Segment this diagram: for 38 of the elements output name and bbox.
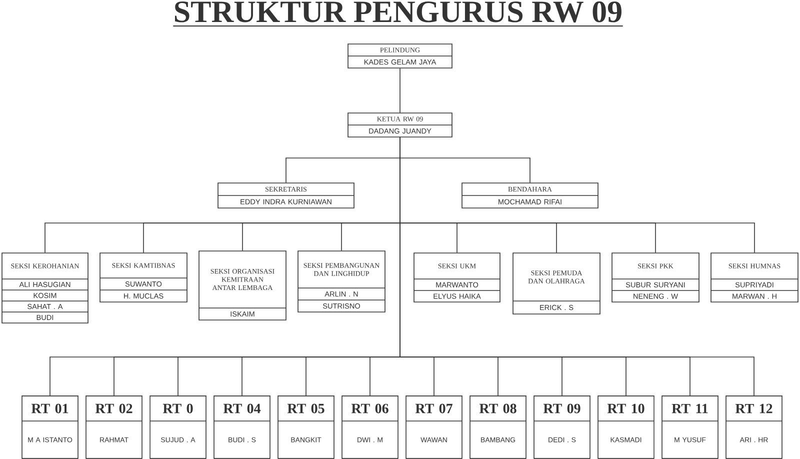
title: STRUKTUR PENGURUS RW 09 [172,1,624,26]
role-title: RT 02 [95,404,132,414]
org-box [214,396,270,459]
org-box [198,250,286,320]
org-box [612,252,700,302]
org-box [100,252,188,302]
role-title: RT 12 [735,404,772,414]
org-box [2,252,88,324]
org-box [22,396,78,459]
org-box [298,250,386,312]
org-box [278,396,334,459]
org-box [710,252,798,302]
role-title: RT 05 [287,404,324,414]
org-box [598,396,654,459]
org-box [662,396,718,459]
role-title: RT 10 [607,404,644,414]
role-title: RT 0 [162,404,193,414]
org-box [534,396,590,459]
org-box [348,112,452,138]
org-box [414,252,500,302]
role-title: RT 09 [543,404,580,414]
org-box [512,252,600,314]
org-box [342,396,398,459]
org-box [218,182,354,208]
org-box [86,396,142,459]
role-title: RT 06 [351,404,388,414]
org-box [470,396,526,459]
role-title: RT 08 [479,404,516,414]
role-title: RT 07 [415,404,452,414]
org-box [726,396,782,459]
org-box [150,396,206,459]
role-title: RT 04 [223,404,261,414]
connector-line [400,137,754,396]
org-box [406,396,462,459]
org-box [348,44,452,68]
role-title: RT 11 [672,404,708,414]
role-title: RT 01 [31,404,68,414]
org-box [462,182,598,208]
